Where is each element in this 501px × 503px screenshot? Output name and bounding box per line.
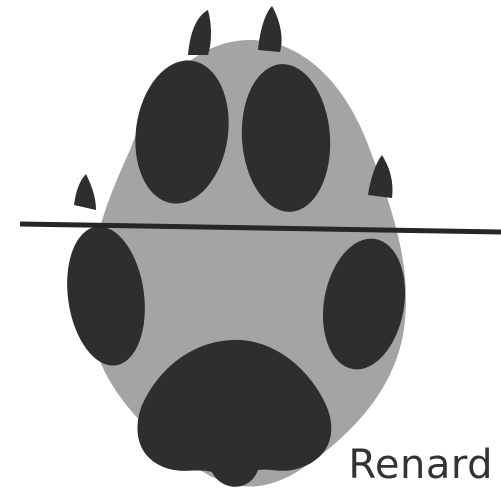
claw-left bbox=[74, 174, 96, 210]
claw-top-left bbox=[188, 10, 211, 55]
species-label: Renard bbox=[348, 442, 493, 488]
claw-top-right bbox=[258, 6, 282, 52]
